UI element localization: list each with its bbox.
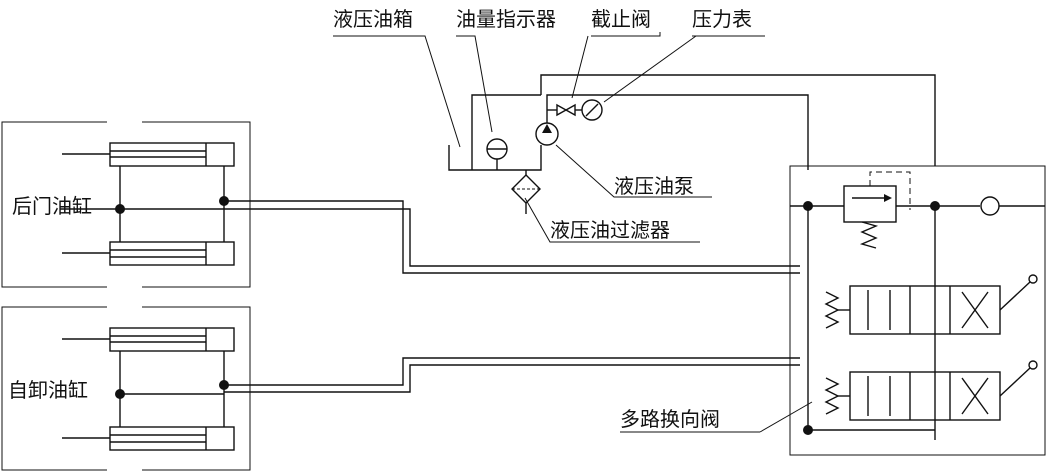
relief-valve (843, 185, 897, 223)
pipes-rear-door (224, 200, 800, 274)
tank-symbol (448, 145, 542, 171)
dump-cylinder-upper (109, 327, 235, 352)
label-pressure-gauge: 压力表 (692, 7, 752, 31)
leader-lines (333, 32, 813, 433)
spool-section-lower (849, 371, 1001, 421)
rear-cylinder-upper (109, 142, 235, 167)
spool-section-upper (849, 285, 1001, 335)
label-multiway-valve: 多路换向阀 (620, 407, 720, 431)
check-valve (980, 196, 1000, 216)
label-rear-door-cylinder: 后门油缸 (12, 194, 92, 218)
label-shutoff-valve: 截止阀 (591, 7, 651, 31)
multiway-valve-assembly (789, 165, 1046, 456)
label-dump-cylinder: 自卸油缸 (8, 378, 88, 402)
rear-door-cylinder-group (1, 121, 251, 288)
pressure-gauge-symbol (581, 99, 603, 121)
label-tank: 液压油箱 (333, 7, 413, 31)
supply-circuit (448, 74, 936, 214)
label-pump: 液压油泵 (614, 174, 694, 198)
dump-cylinder-lower (109, 426, 235, 451)
rear-cylinder-lower (109, 241, 235, 266)
label-filter: 液压油过滤器 (550, 218, 670, 242)
dump-cylinder-group (1, 306, 251, 471)
pipes-dump (224, 357, 800, 393)
label-level-indicator: 油量指示器 (456, 7, 556, 31)
